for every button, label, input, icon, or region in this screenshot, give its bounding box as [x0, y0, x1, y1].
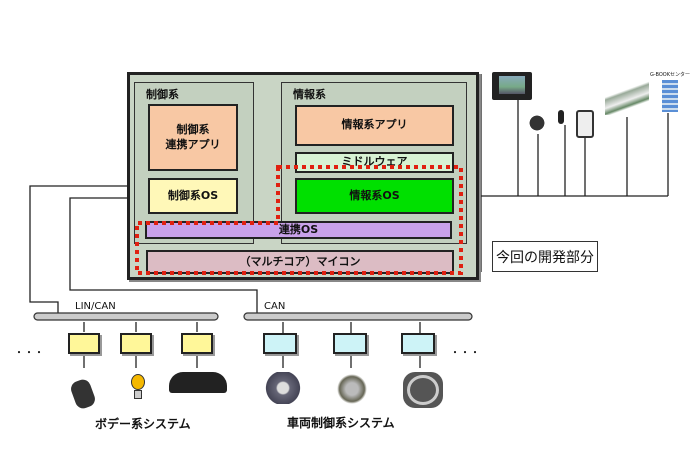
etc-gate-icon: [605, 75, 649, 115]
g-book-center-building-icon: [662, 80, 678, 112]
navigation-display-icon: [492, 72, 532, 100]
vehicle-ecu: [401, 333, 435, 354]
light-bulb-icon: [131, 374, 145, 390]
control-domain-title: 制御系: [146, 88, 179, 101]
body-ecu: [181, 333, 213, 354]
vehicle-ecu: [263, 333, 297, 354]
body-ecu: [120, 333, 152, 354]
can-label: CAN: [264, 301, 286, 312]
camera-sensors-icon: [522, 113, 552, 133]
vehicle-ellipsis: ・・・: [450, 348, 480, 359]
light-bulb-base-icon: [134, 390, 142, 399]
vehicle-ecu: [333, 333, 367, 354]
engine-icon: [260, 372, 306, 404]
microphone-icon: [558, 110, 564, 124]
lin-can-label: LIN/CAN: [75, 301, 116, 312]
control-link-app: 制御系 連携アプリ: [148, 104, 238, 171]
info-app: 情報系アプリ: [295, 105, 454, 146]
body-system-label: ボデー系システム: [95, 417, 191, 431]
development-scope-legend: 今回の開発部分: [492, 241, 598, 272]
control-os: 制御系OS: [148, 178, 238, 214]
smartphone-icon: [576, 110, 594, 138]
body-ecu: [68, 333, 100, 354]
info-domain-title: 情報系: [293, 88, 326, 101]
can-bus: [243, 312, 473, 321]
body-ellipsis: ・・・: [14, 348, 44, 359]
link-os: 連携OS: [145, 221, 452, 239]
lin-can-bus: [33, 312, 219, 321]
instrument-cluster-icon: [169, 372, 227, 393]
info-os: 情報系OS: [295, 178, 454, 214]
g-book-center-label: G-BOOKセンター: [650, 72, 690, 78]
development-scope-label: 今回の開発部分: [496, 249, 594, 266]
transmission-icon: [334, 372, 370, 406]
steering-wheel-icon: [403, 372, 443, 408]
vehicle-control-system-label: 車両制御系システム: [287, 416, 395, 430]
